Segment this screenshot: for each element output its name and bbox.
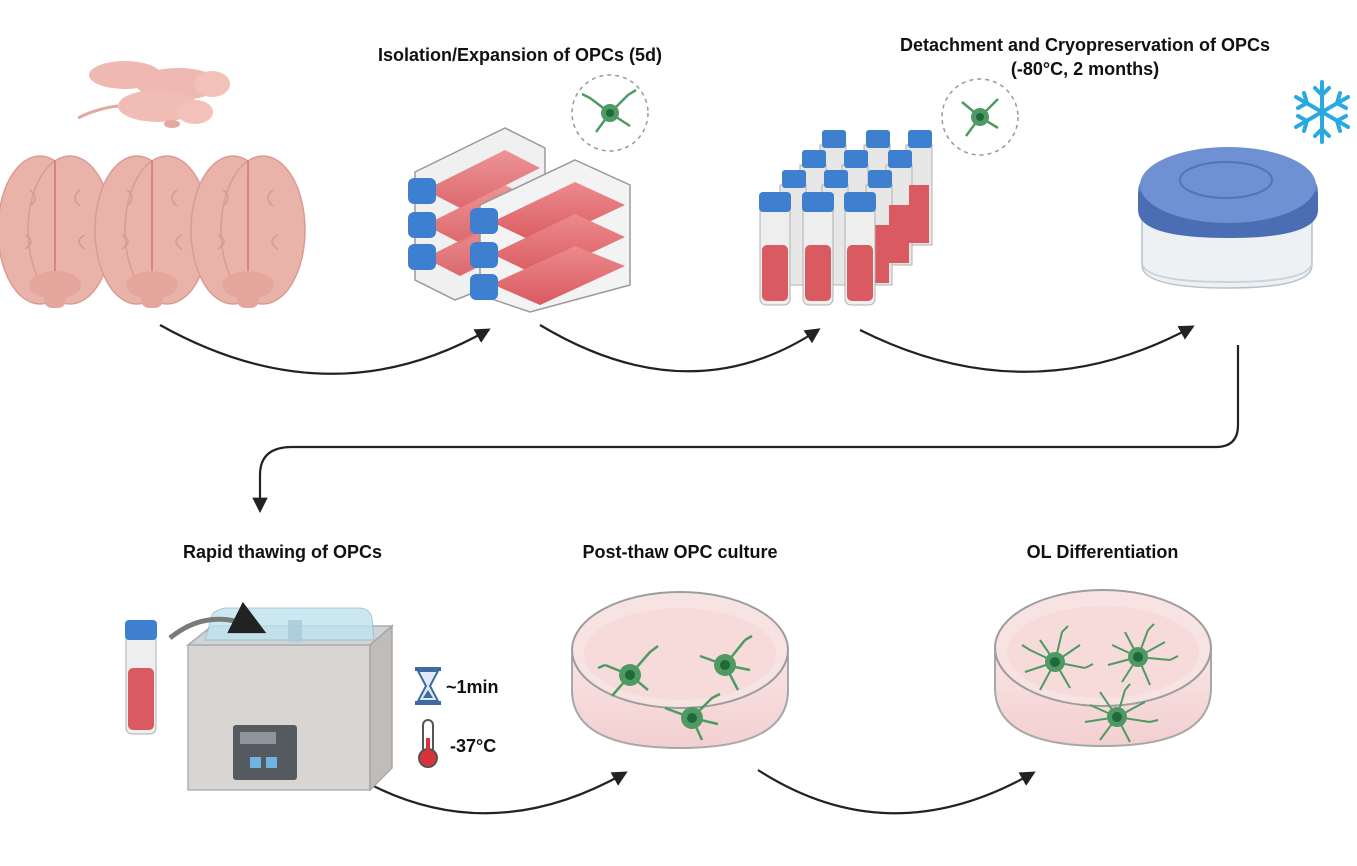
- arrow-2: [539, 324, 821, 373]
- thawing-label: Rapid thawing of OPCs: [182, 542, 382, 562]
- flow-arrows: [159, 324, 1240, 815]
- opc-cell-icon: [597, 634, 753, 741]
- petri-dish-icon: [571, 591, 789, 750]
- snowflake-icon: [1294, 80, 1350, 144]
- arrow-5: [344, 769, 628, 815]
- hourglass-icon: [415, 667, 441, 705]
- differentiation-label: OL Differentiation: [1026, 542, 1179, 562]
- cryovial-icon: [759, 130, 933, 306]
- brain-icon: [94, 155, 210, 308]
- culture-flask-icon: [408, 127, 631, 313]
- arrow-3: [859, 325, 1195, 373]
- mouse-pups-icon: [77, 61, 230, 128]
- thaw-temperature-label: -37°C: [450, 736, 497, 756]
- detachment-label-line2: (-80°C, 2 months): [1010, 59, 1160, 79]
- water-bath-icon: [185, 607, 395, 792]
- detachment-label-line1: Detachment and Cryopreservation of OPCs: [899, 35, 1271, 55]
- isolation-label: Isolation/Expansion of OPCs (5d): [377, 45, 663, 65]
- oligodendrocyte-icon: [1021, 623, 1179, 743]
- cryo-container-icon: [1138, 147, 1318, 289]
- arrow-4: [252, 345, 1240, 514]
- transfer-arrow: [168, 601, 267, 640]
- thaw-time-label: ~1min: [446, 677, 499, 697]
- petri-dish-icon: [994, 589, 1212, 748]
- brain-icon: [0, 155, 113, 308]
- opc-cell-icon: [619, 654, 736, 729]
- thermometer-icon: [418, 719, 438, 768]
- opc-cell-icon: [941, 78, 1019, 156]
- cryovial-icon: [125, 620, 157, 735]
- arrow-1: [159, 324, 491, 375]
- arrow-6: [757, 769, 1036, 815]
- oligodendrocyte-icon: [1045, 647, 1148, 727]
- opc-cell-icon: [571, 74, 649, 152]
- culture-label: Post-thaw OPC culture: [582, 542, 778, 562]
- brain-icon: [190, 155, 306, 308]
